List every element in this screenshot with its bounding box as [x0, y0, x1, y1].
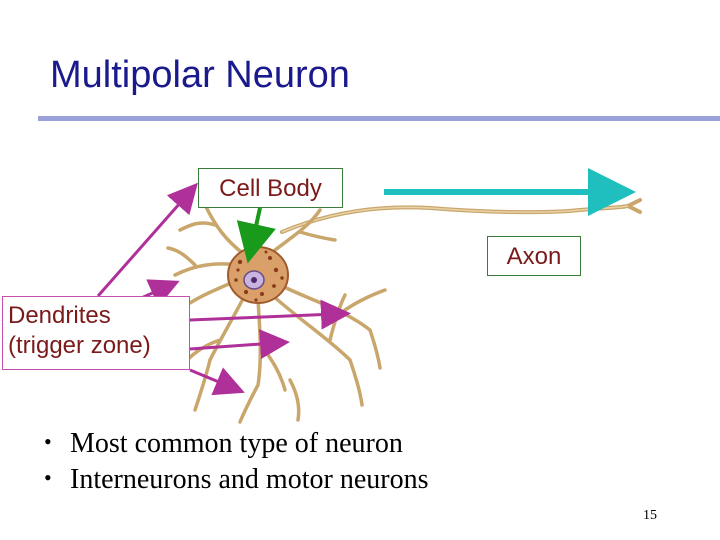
bullet-text: Interneurons and motor neurons	[70, 464, 429, 495]
bullet-dot-icon: •	[44, 429, 52, 454]
dendrites-label-line1: Dendrites	[8, 302, 111, 329]
page-number: 15	[643, 508, 657, 523]
cell-body-arrow	[236, 207, 276, 264]
cell-body-label: Cell Body	[198, 168, 343, 208]
bullet-item: • Interneurons and motor neurons	[44, 464, 428, 496]
bullet-list: • Most common type of neuron • Interneuron…	[44, 428, 428, 500]
bullet-dot-icon: •	[44, 465, 52, 490]
dendrite-branches	[166, 198, 387, 424]
nucleolus	[251, 277, 257, 283]
dendrites-label: Dendrites (trigger zone)	[2, 296, 190, 370]
dendrite-arrow-lower	[189, 329, 290, 360]
neuron-illustration	[166, 198, 642, 424]
bullet-text: Most common type of neuron	[70, 428, 403, 459]
bullet-item: • Most common type of neuron	[44, 428, 428, 460]
dendrites-label-line2: (trigger zone)	[8, 332, 151, 359]
title-underline	[38, 116, 720, 121]
dendrite-arrow-top	[96, 182, 198, 297]
dendrite-arrow-middle	[189, 299, 351, 330]
slide-title: Multipolar Neuron	[50, 54, 350, 96]
dendrite-arrow-bottom	[189, 367, 245, 396]
axon-label: Axon	[487, 236, 581, 276]
